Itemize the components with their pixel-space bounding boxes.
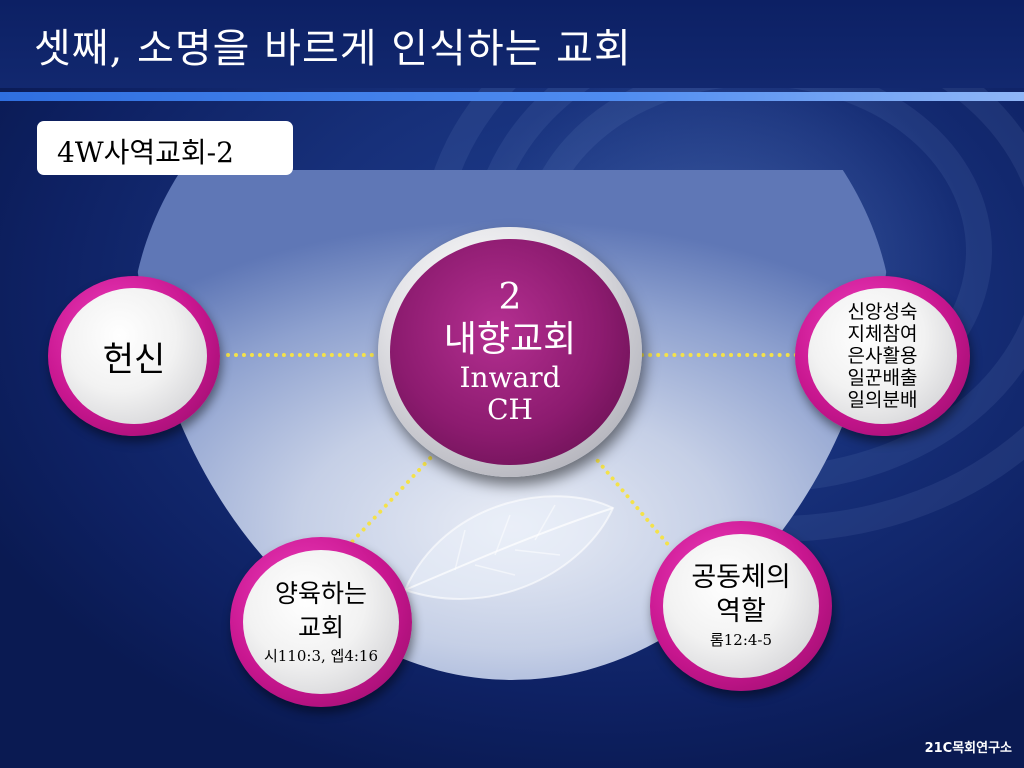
- node-nurturing-ref: 시110:3, 엡4:16: [263, 647, 379, 665]
- node-devotion-label: 헌신: [102, 339, 166, 380]
- connector-left: [226, 353, 382, 357]
- node-nurturing-line-1: 양육하는: [274, 579, 367, 608]
- center-node-core: 2 내향교회 Inward CH: [390, 239, 630, 465]
- node-devotion: 헌신: [48, 276, 220, 436]
- node-outcomes-line-3: 은사활용: [847, 345, 918, 367]
- center-english-line-1: Inward: [459, 361, 561, 394]
- center-name: 내향교회: [443, 319, 577, 360]
- node-outcomes-line-1: 신앙성숙: [847, 301, 918, 323]
- title-underline: [0, 92, 1024, 101]
- subtitle-text: 4W사역교회-2: [57, 136, 234, 169]
- node-community-role-line-2: 역할: [716, 596, 766, 627]
- node-community-role-ref: 롬12:4-5: [709, 631, 773, 649]
- connector-right: [640, 353, 798, 357]
- node-outcomes-line-4: 일꾼배출: [847, 367, 918, 389]
- node-outcomes-line-2: 지체참여: [847, 323, 918, 345]
- node-outcomes: 신앙성숙 지체참여 은사활용 일꾼배출 일의분배: [795, 276, 970, 436]
- center-node: 2 내향교회 Inward CH: [378, 227, 642, 477]
- center-number: 2: [498, 277, 522, 318]
- node-community-role-line-1: 공동체의: [691, 562, 791, 593]
- subtitle-box: 4W사역교회-2: [37, 121, 293, 175]
- center-english-line-2: CH: [487, 393, 533, 426]
- footer-credit: 21C목회연구소: [924, 741, 1012, 756]
- node-nurturing-line-2: 교회: [297, 613, 344, 642]
- slide-title: 셋째, 소명을 바르게 인식하는 교회: [34, 26, 632, 72]
- node-community-role: 공동체의 역할 롬12:4-5: [650, 521, 832, 691]
- leaf-image: [403, 495, 615, 600]
- header-bar: 셋째, 소명을 바르게 인식하는 교회: [0, 0, 1024, 88]
- node-outcomes-line-5: 일의분배: [847, 389, 918, 411]
- node-nurturing: 양육하는 교회 시110:3, 엡4:16: [230, 537, 412, 707]
